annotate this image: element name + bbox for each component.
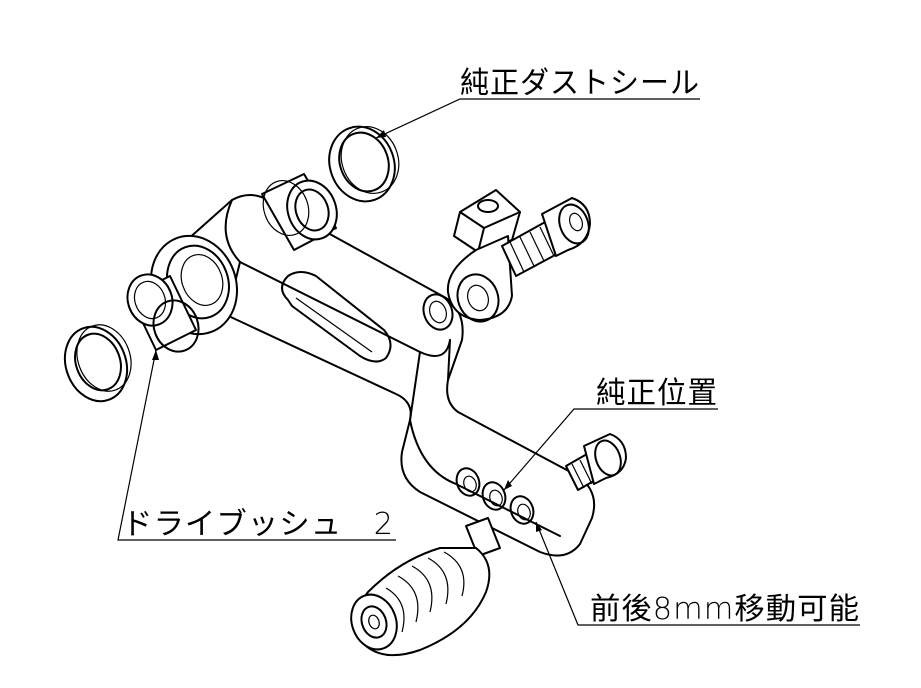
label-adjust-range: 前後8mm移動可能 xyxy=(590,592,860,627)
leader-lines xyxy=(117,98,860,626)
left-dust-seal xyxy=(63,324,132,403)
lower-bolt xyxy=(565,433,627,491)
left-bush xyxy=(126,273,200,353)
foot-peg xyxy=(350,517,501,657)
mounting-holes xyxy=(455,467,535,525)
washer xyxy=(422,293,454,331)
label-dry-bush: ドライブッシュ 2 xyxy=(122,507,394,542)
upper-bolt xyxy=(501,197,591,277)
arm-slot xyxy=(281,271,392,363)
rod-end xyxy=(446,189,521,323)
right-bush xyxy=(261,173,338,251)
label-stock-position: 純正位置 xyxy=(596,376,718,411)
label-dust-seal: 純正ダストシール xyxy=(460,66,700,101)
upper-dust-seal xyxy=(328,125,400,203)
